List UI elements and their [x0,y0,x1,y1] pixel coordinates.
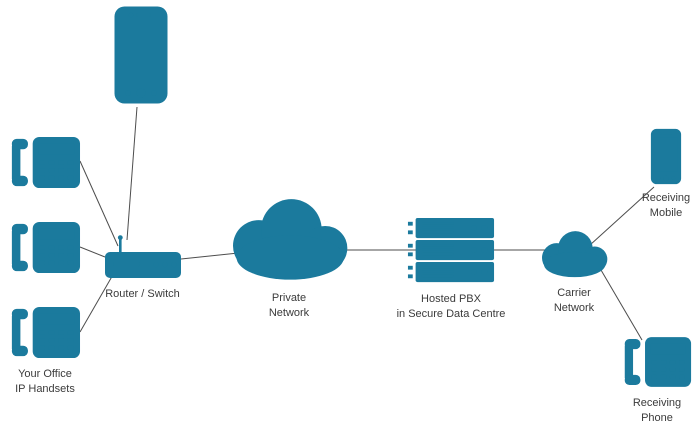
smartphone-icon [113,5,169,105]
carrier-network-node: Carrier Network [530,227,618,316]
hosted-pbx-node: Hosted PBX in Secure Data Centre [385,217,517,322]
private-network-node: Private Network [217,192,361,321]
cloud-icon [534,227,614,278]
desk-phone-icon [9,221,81,274]
receiving-phone-label: Receiving Phone [632,397,682,424]
smartphone-icon [650,128,682,185]
link-mobile-router [126,106,138,241]
carrier-network-label: Carrier Network [553,287,595,314]
receiving-phone-node: Receiving Phone [620,336,694,426]
receiving-mobile-label: Receiving Mobile [641,192,691,219]
ip-handsets-label: Your Office IP Handsets [15,368,75,395]
cloud-icon [219,192,359,281]
link-carrier-recvmobile [589,186,655,246]
link-handset2-router [79,246,106,258]
router-icon [104,235,182,281]
receiving-mobile-node: Receiving Mobile [634,128,698,221]
router-label: Router / Switch [105,288,180,300]
private-network-label: Private Network [268,292,310,319]
office-mobile-node [112,5,170,105]
link-handset1-router [79,160,119,247]
router-node: Router / Switch [95,235,190,302]
ip-handsets-node: Your Office IP Handsets [2,136,88,397]
desk-phone-icon [9,136,81,189]
link-carrier-recvphone [600,269,643,341]
server-stack-icon [407,217,495,284]
desk-phone-icon [622,336,692,388]
desk-phone-icon [9,306,81,359]
hosted-pbx-label: Hosted PBX in Secure Data Centre [396,293,506,320]
